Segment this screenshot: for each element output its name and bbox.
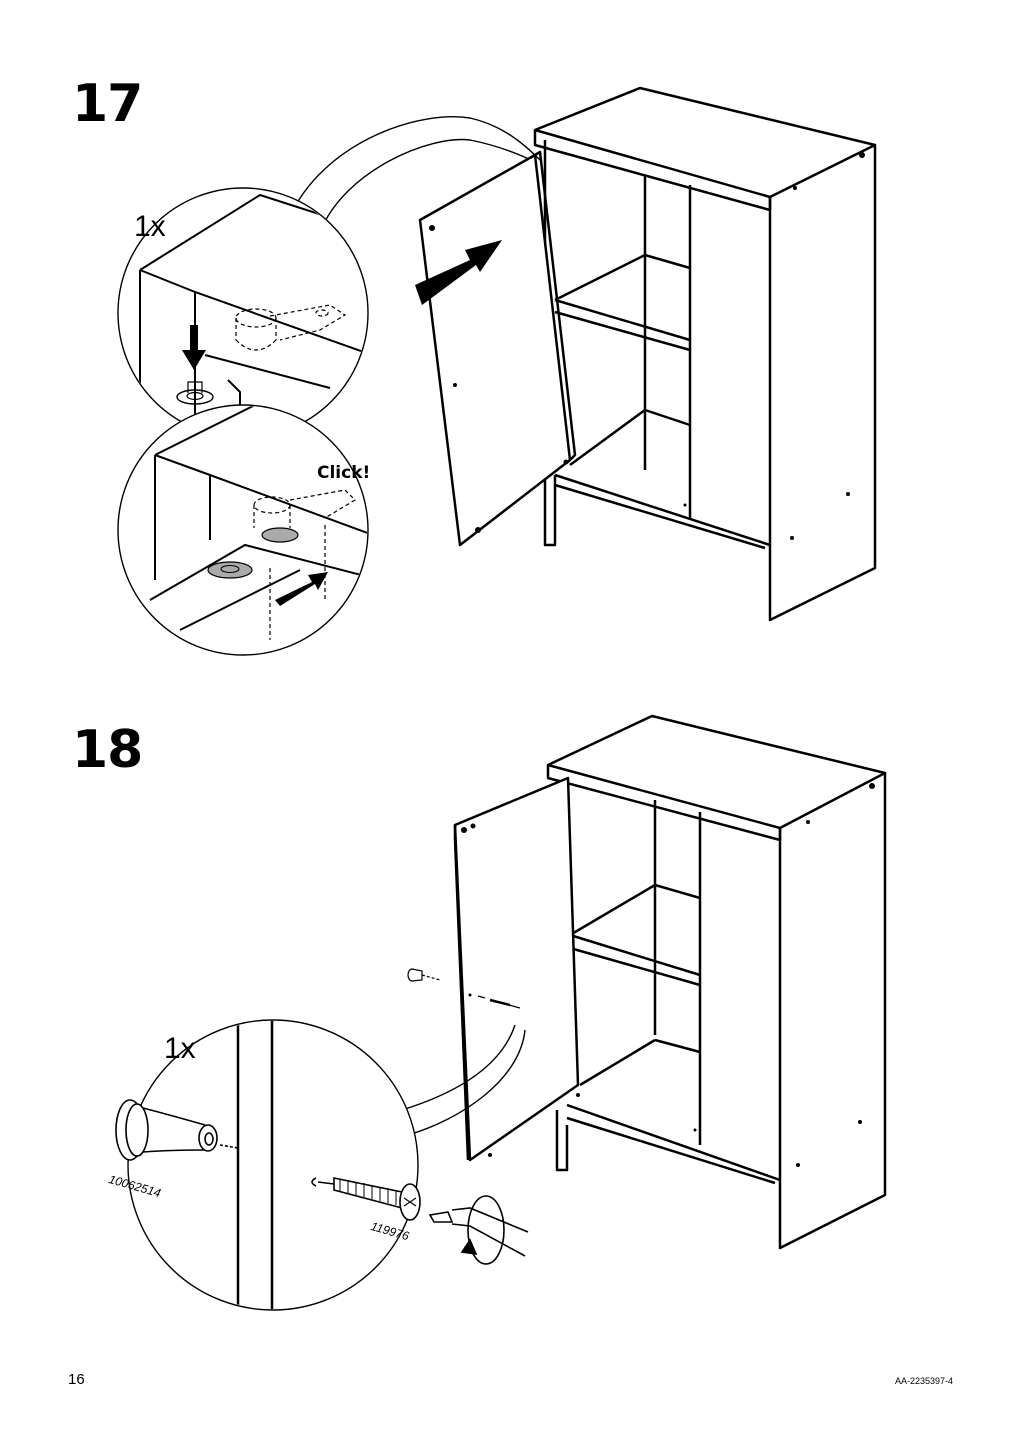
step-17-illustration (117, 86, 877, 656)
detail-circle-18 (115, 1019, 421, 1311)
arrow-icon (415, 240, 502, 305)
step-18-quantity: 1x (164, 1032, 196, 1065)
arrow-right-icon (275, 572, 328, 606)
arrow-down-icon (182, 325, 206, 370)
door-panel-2 (453, 776, 580, 1162)
door-panel (418, 150, 577, 547)
detail-circle-bottom (117, 404, 369, 656)
knob-icon (115, 1099, 239, 1161)
page-number: 16 (68, 1371, 85, 1388)
detail-circle-top (117, 187, 369, 439)
screwdriver-icon (428, 1195, 529, 1265)
document-id: AA-2235397-4 (895, 1376, 954, 1386)
callout-connector (292, 116, 541, 233)
click-callout: Click! (317, 463, 371, 483)
rotate-arrow-icon (460, 1238, 478, 1255)
cabinet-drawing-2 (546, 714, 887, 1250)
step-17-number: 17 (72, 74, 143, 134)
step-18-number: 18 (72, 720, 143, 780)
knob-small-icon (407, 968, 441, 982)
screw-icon (311, 1177, 421, 1221)
step-17-quantity: 1x (134, 210, 166, 243)
